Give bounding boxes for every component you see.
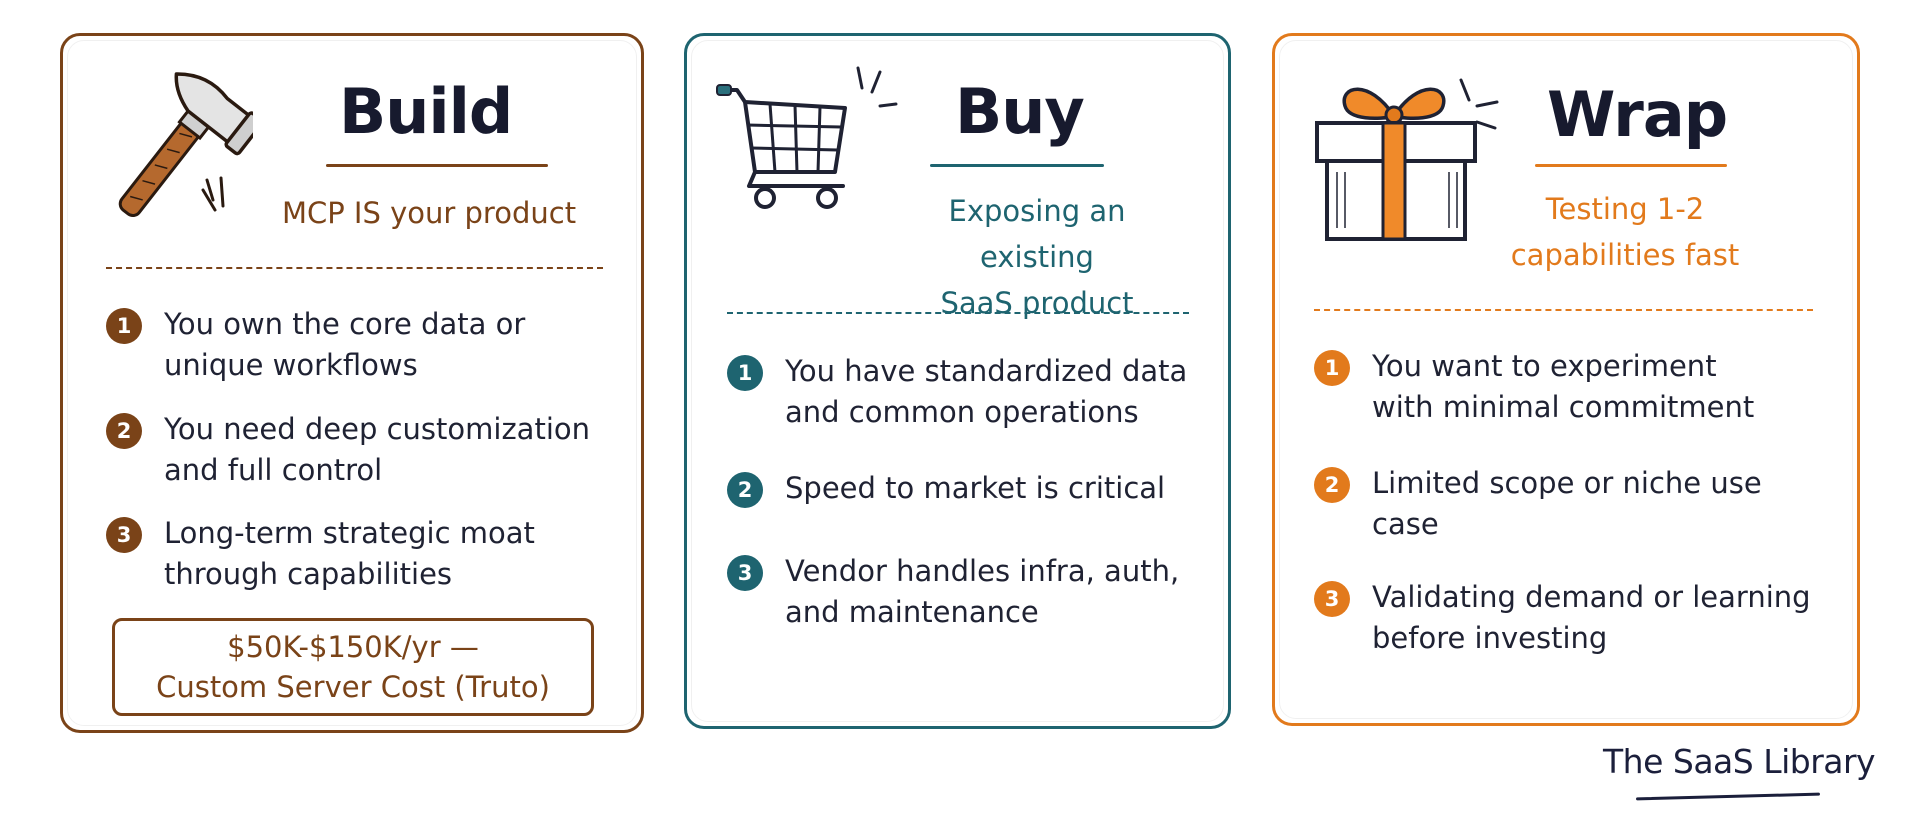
number-badge: 2 bbox=[727, 472, 763, 508]
list-item: 2 Limited scope or niche use case bbox=[1314, 463, 1762, 545]
card-subtitle: Exposing an existing SaaS product bbox=[887, 188, 1187, 326]
card-subtitle: Testing 1-2 capabilities fast bbox=[1475, 186, 1775, 278]
list-item-text: You want to experiment with minimal comm… bbox=[1372, 346, 1754, 428]
title-underline bbox=[1535, 164, 1727, 167]
list-item: 3 Vendor handles infra, auth, and mainte… bbox=[727, 551, 1179, 633]
brand-underline bbox=[1635, 792, 1821, 801]
text-line: case bbox=[1372, 507, 1439, 541]
list-item: 1 You own the core data or unique workfl… bbox=[106, 304, 525, 386]
subtitle-line: Exposing an existing bbox=[948, 194, 1126, 274]
text-line: through capabilities bbox=[164, 557, 453, 591]
list-item-text: Vendor handles infra, auth, and maintena… bbox=[785, 551, 1179, 633]
gift-box-icon bbox=[1309, 68, 1484, 252]
subtitle-line: MCP IS your product bbox=[281, 196, 577, 230]
number-badge: 1 bbox=[727, 355, 763, 391]
list-item-text: Long-term strategic moat through capabil… bbox=[164, 513, 535, 595]
cost-box: $50K-$150K/yr — Custom Server Cost (Trut… bbox=[112, 618, 594, 716]
list-item: 1 You have standardized data and common … bbox=[727, 351, 1187, 433]
number-badge: 3 bbox=[106, 517, 142, 553]
text-line: with minimal commitment bbox=[1372, 390, 1755, 424]
text-line: You have standardized data bbox=[785, 354, 1188, 388]
number-badge: 2 bbox=[106, 413, 142, 449]
list-item: 2 You need deep customization and full c… bbox=[106, 409, 590, 491]
text-line: You want to experiment bbox=[1372, 349, 1717, 383]
text-line: and maintenance bbox=[785, 595, 1039, 629]
list-item-text: You own the core data or unique workflow… bbox=[164, 304, 525, 386]
build-card: Build MCP IS your product 1 You own the … bbox=[60, 33, 644, 733]
cost-line: $50K-$150K/yr — bbox=[227, 630, 479, 664]
text-line: unique workflows bbox=[164, 348, 418, 382]
number-badge: 1 bbox=[106, 308, 142, 344]
number-badge: 3 bbox=[1314, 581, 1350, 617]
number-badge: 3 bbox=[727, 555, 763, 591]
text-line: and full control bbox=[164, 453, 383, 487]
title-underline bbox=[930, 164, 1104, 167]
text-line: and common operations bbox=[785, 395, 1139, 429]
title-underline bbox=[326, 164, 548, 167]
sparkle-lines-icon bbox=[1459, 78, 1499, 130]
dashed-divider bbox=[727, 312, 1189, 314]
wrap-card: Wrap Testing 1-2 capabilities fast 1 You… bbox=[1272, 33, 1860, 726]
motion-lines-icon bbox=[856, 66, 898, 108]
buy-card: Buy Exposing an existing SaaS product 1 … bbox=[684, 33, 1231, 729]
card-subtitle: MCP IS your product bbox=[259, 190, 599, 236]
dashed-divider bbox=[1314, 309, 1813, 311]
subtitle-line: capabilities fast bbox=[1510, 238, 1740, 272]
list-item-text: Limited scope or niche use case bbox=[1372, 463, 1762, 545]
number-badge: 2 bbox=[1314, 467, 1350, 503]
text-line: Speed to market is critical bbox=[785, 471, 1166, 505]
list-item: 1 You want to experiment with minimal co… bbox=[1314, 346, 1754, 428]
impact-lines-icon bbox=[201, 176, 225, 212]
brand-label: The SaaS Library bbox=[1603, 742, 1876, 781]
list-item-text: You need deep customization and full con… bbox=[164, 409, 590, 491]
cost-line: Custom Server Cost (Truto) bbox=[156, 670, 550, 704]
text-line: You own the core data or bbox=[164, 307, 526, 341]
card-title: Wrap bbox=[1547, 78, 1728, 151]
text-line: Validating demand or learning bbox=[1372, 580, 1811, 614]
subtitle-line: Testing 1-2 bbox=[1545, 192, 1705, 226]
list-item: 3 Validating demand or learning before i… bbox=[1314, 577, 1811, 659]
list-item: 3 Long-term strategic moat through capab… bbox=[106, 513, 535, 595]
list-item-text: You have standardized data and common op… bbox=[785, 351, 1187, 433]
shopping-cart-icon bbox=[715, 80, 865, 214]
text-line: before investing bbox=[1372, 621, 1608, 655]
text-line: Long-term strategic moat bbox=[164, 516, 535, 550]
number-badge: 1 bbox=[1314, 350, 1350, 386]
text-line: Limited scope or niche use bbox=[1372, 466, 1762, 500]
text-line: Vendor handles infra, auth, bbox=[785, 554, 1180, 588]
subtitle-line: SaaS product bbox=[940, 286, 1134, 320]
list-item: 2 Speed to market is critical bbox=[727, 468, 1165, 509]
list-item-text: Speed to market is critical bbox=[785, 468, 1165, 509]
dashed-divider bbox=[106, 267, 603, 269]
card-title: Build bbox=[339, 75, 513, 148]
card-title: Buy bbox=[955, 75, 1085, 148]
list-item-text: Validating demand or learning before inv… bbox=[1372, 577, 1811, 659]
text-line: You need deep customization bbox=[164, 412, 591, 446]
